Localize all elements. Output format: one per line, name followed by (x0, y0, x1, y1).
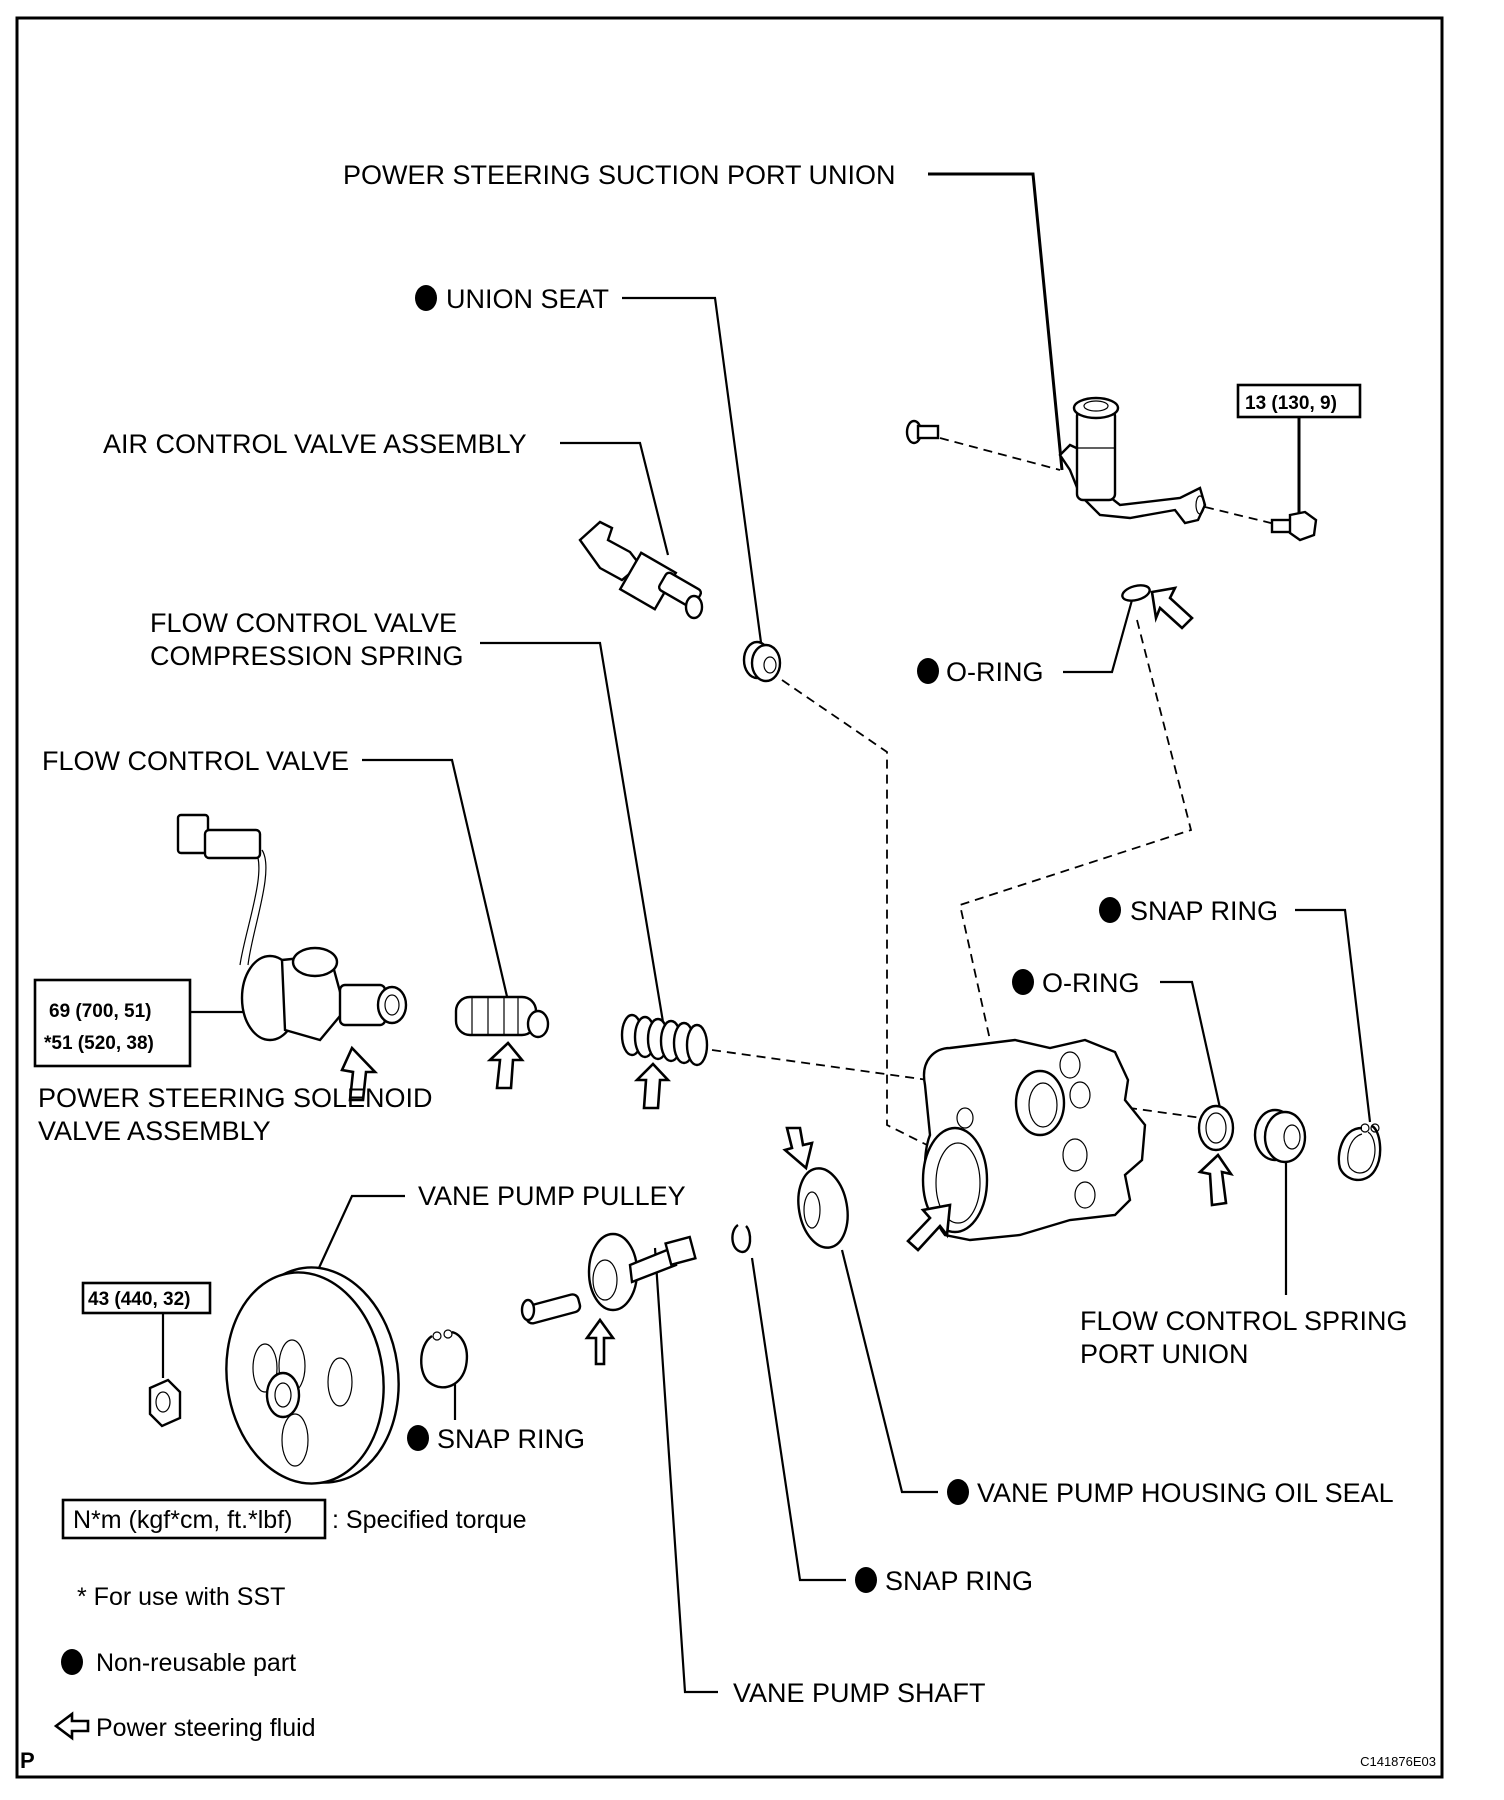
leader-fcv-spring (480, 641, 665, 1023)
snap-ring-right-part (1337, 1123, 1382, 1182)
bolt-left (905, 419, 940, 445)
label-air-control-valve: AIR CONTROL VALVE ASSEMBLY (103, 429, 527, 459)
torque-box-suction-bolt (1236, 383, 1362, 419)
torque-box-solenoid (33, 978, 192, 1068)
label-vane-pump-pulley: VANE PUMP PULLEY (418, 1181, 686, 1211)
assembly-line-bolts (939, 437, 1061, 471)
air-control-valve-part (578, 520, 704, 620)
vane-pump-shaft-part (520, 1232, 697, 1325)
leader-vane-pump-pulley (317, 1194, 405, 1271)
label-suction-port-union: POWER STEERING SUCTION PORT UNION (343, 160, 896, 190)
pulley-nut-part (148, 1378, 182, 1428)
assembly-line-bolt-right (1204, 506, 1276, 525)
legend-non-reusable-dot (61, 1649, 83, 1675)
leader-snap-ring-center (750, 1257, 846, 1582)
non-reusable-dot-o-ring-mid (1012, 969, 1034, 995)
flow-control-valve-part (454, 995, 550, 1039)
label-o-ring-top: O-RING (946, 657, 1044, 687)
leader-union-seat (622, 296, 764, 651)
fluid-arrow-o-ring-top (1150, 586, 1194, 630)
fluid-arrow-flow-control-valve (486, 1041, 525, 1090)
o-ring-top-part (1121, 584, 1151, 602)
fluid-arrow-solenoid (340, 1045, 379, 1102)
legend-non-reusable: Non-reusable part (96, 1649, 296, 1677)
leader-vane-pump-shaft (653, 1247, 718, 1694)
fluid-arrow-fcv-spring (633, 1062, 672, 1110)
fluid-arrow-pump-body (906, 1203, 952, 1252)
torque-pulley-nut: 43 (440, 32) (88, 1289, 190, 1310)
legend-sst-note: * For use with SST (77, 1583, 285, 1611)
suction-port-union-part (1058, 396, 1207, 525)
legend-torque-box (61, 1498, 327, 1540)
o-ring-mid-part (1197, 1104, 1235, 1152)
vane-pump-body-part (921, 1038, 1147, 1242)
assembly-line-union-seat (781, 679, 928, 1146)
non-reusable-dot-o-ring-top (917, 658, 939, 684)
diagram-frame (15, 16, 1444, 1779)
label-snap-ring-right: SNAP RING (1130, 896, 1278, 926)
legend-fluid-arrow-icon (53, 1711, 90, 1741)
label-fcv-spring-line1: FLOW CONTROL VALVE (150, 608, 457, 638)
fcv-compression-spring-part (620, 1013, 709, 1067)
non-reusable-dot-snap-ring-pulley (407, 1425, 429, 1451)
torque-suction-bolt: 13 (130, 9) (1245, 393, 1337, 414)
leader-o-ring-top (1063, 599, 1134, 674)
label-vane-pump-shaft: VANE PUMP SHAFT (733, 1678, 986, 1708)
page-mark: P (20, 1748, 35, 1773)
non-reusable-dot-snap-ring-right (1099, 897, 1121, 923)
leader-snap-ring-right (1295, 908, 1372, 1123)
label-solenoid-line1: POWER STEERING SOLENOID (38, 1083, 433, 1113)
legend-torque-unit: N*m (kgf*cm, ft.*lbf) (73, 1506, 292, 1534)
torque-solenoid-line1: 69 (700, 51) (49, 1001, 151, 1022)
figure-code: C141876E03 (1360, 1754, 1436, 1769)
label-oil-seal: VANE PUMP HOUSING OIL SEAL (977, 1478, 1394, 1508)
label-union-seat: UNION SEAT (446, 284, 609, 314)
snap-ring-center-part (731, 1223, 752, 1254)
bolt-right (1270, 510, 1318, 542)
label-fcs-port-union-line1: FLOW CONTROL SPRING (1080, 1306, 1408, 1336)
snap-ring-pulley-part (420, 1329, 469, 1389)
label-fcs-port-union-line2: PORT UNION (1080, 1339, 1249, 1369)
torque-solenoid-line2: *51 (520, 38) (44, 1033, 154, 1054)
label-snap-ring-center: SNAP RING (885, 1566, 1033, 1596)
label-o-ring-mid: O-RING (1042, 968, 1140, 998)
leader-o-ring-mid (1160, 980, 1222, 1109)
vane-pump-pulley-part (225, 1266, 400, 1485)
fluid-arrow-oil-seal (782, 1126, 814, 1171)
solenoid-valve-part (176, 813, 408, 1042)
non-reusable-dot-union-seat (415, 285, 437, 311)
fluid-arrow-vane-pump-shaft (584, 1317, 616, 1366)
non-reusable-dot-snap-ring-center (855, 1567, 877, 1593)
label-snap-ring-pulley: SNAP RING (437, 1424, 585, 1454)
label-solenoid-line2: VALVE ASSEMBLY (38, 1116, 271, 1146)
oil-seal-part (797, 1167, 849, 1249)
legend-torque-desc: : Specified torque (332, 1506, 527, 1534)
non-reusable-dot-oil-seal (947, 1479, 969, 1505)
flow-control-spring-port-union-part (1253, 1108, 1307, 1164)
assembly-line-o-ring (958, 619, 1193, 1041)
label-flow-control-valve: FLOW CONTROL VALVE (42, 746, 349, 776)
leader-air-control-valve (560, 441, 670, 556)
fluid-arrow-o-ring-mid (1197, 1153, 1234, 1207)
label-fcv-spring-line2: COMPRESSION SPRING (150, 641, 464, 671)
leader-oil-seal (840, 1249, 938, 1494)
leader-suction-port-union (928, 172, 1064, 471)
union-seat-part (742, 640, 782, 683)
legend-fluid: Power steering fluid (96, 1714, 316, 1742)
leader-flow-control-valve (362, 758, 514, 1019)
torque-box-pulley-nut (81, 1281, 212, 1315)
